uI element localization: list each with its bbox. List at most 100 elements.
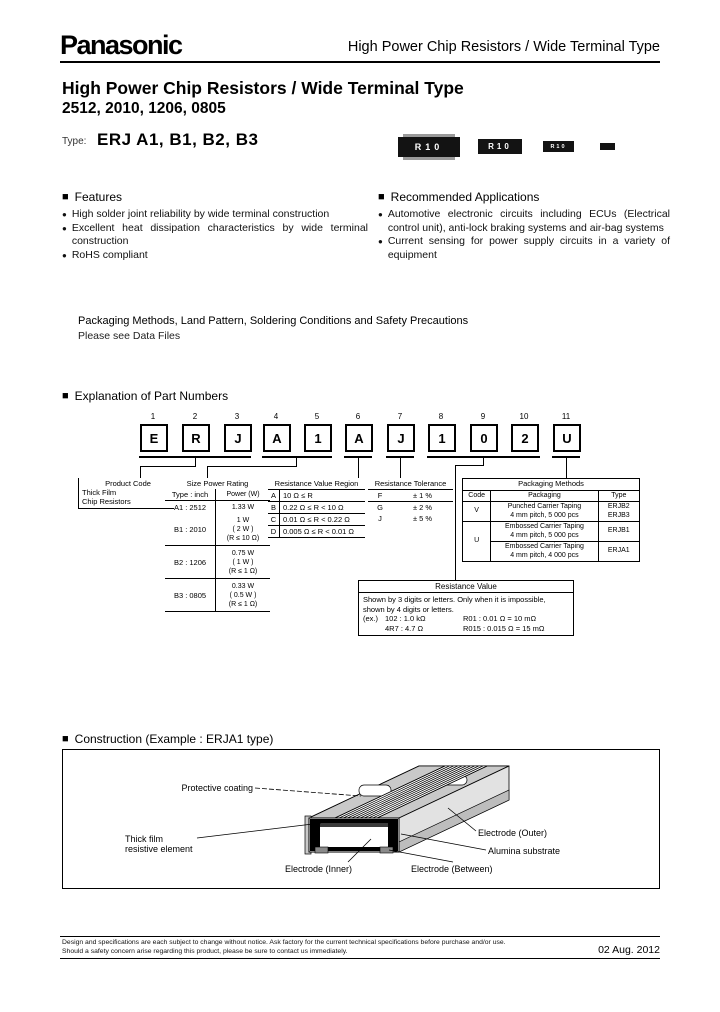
packaging-title: Packaging Methods (462, 478, 640, 491)
page-title-line1: High Power Chip Resistors / Wide Termina… (62, 78, 464, 98)
applications-heading: ■ Recommended Applications (378, 190, 670, 204)
chip-image-2010: R10 (478, 139, 522, 154)
connector (195, 456, 196, 466)
tolerance-row: F± 1 % (368, 490, 453, 502)
application-text: Automotive electronic circuits including… (387, 208, 670, 234)
brand-logo: Panasonic (60, 30, 183, 60)
connector (358, 456, 359, 478)
construction-heading: ■ Construction (Example : ERJA1 type) (62, 732, 273, 746)
feature-item: ● Excellent heat dissipation characteris… (62, 222, 368, 249)
bullet-icon: ● (378, 210, 383, 219)
bullet-icon: ● (62, 223, 67, 233)
application-item: ● Automotive electronic circuits includi… (378, 208, 670, 235)
bullet-icon: ● (62, 210, 67, 219)
connector (207, 466, 297, 467)
feature-text: High solder joint reliability by wide te… (71, 208, 330, 220)
packaging-row: V Punched Carrier Taping 4 mm pitch, 5 0… (461, 501, 641, 522)
connector (483, 456, 484, 465)
size-row-b3: B3 : 0805 0.33 W ( 0.5 W ) (R ≤ 1 Ω) (165, 579, 270, 612)
size-power-title: Size Power Rating (186, 479, 249, 488)
tolerance-table: Resistance Tolerance F± 1 % G± 2 % J± 5 … (368, 478, 453, 524)
packaging-table: Packaging Methods Code Packaging Type V … (461, 478, 641, 562)
label-electrode-between: Electrode (Between) (411, 864, 493, 874)
chip-terminal-bottom (403, 157, 455, 160)
label-electrode-inner: Electrode (Inner) (285, 864, 352, 874)
connector (296, 456, 297, 466)
footer-rule-top (60, 936, 660, 937)
application-text: Current sensing for power supply circuit… (387, 235, 670, 261)
resistance-example-row: 4R7 : 4.7 Ω R015 : 0.015 Ω = 15 mΩ (385, 623, 545, 633)
footer-date: 02 Aug. 2012 (592, 944, 660, 956)
group-line-size (262, 456, 332, 458)
resistance-value-desc1: Shown by 3 digits or letters. Only when … (363, 595, 546, 604)
resistance-value-table: Resistance Value Shown by 3 digits or le… (358, 580, 574, 636)
packaging-note-line2: Please see Data Files (78, 330, 181, 342)
size-power-table: Size Power Rating Type : inch Power (W) … (165, 478, 270, 612)
section-marker-icon: ■ (62, 389, 69, 402)
size-row-b2: B2 : 1206 0.75 W ( 1 W ) (R ≤ 1 Ω) (165, 546, 270, 579)
label-alumina-substrate: Alumina substrate (488, 846, 560, 856)
feature-item: ● High solder joint reliability by wide … (62, 208, 368, 222)
footer-line2: Should a safety concern arise regarding … (62, 947, 348, 955)
tolerance-row: J± 5 % (378, 514, 433, 523)
applications-heading-label: Recommended Applications (390, 190, 540, 204)
footer-disclaimer: Design and specifications are each subje… (62, 939, 632, 957)
chip-image-1206: R10 (543, 141, 574, 152)
features-heading: ■ Features (62, 190, 368, 204)
packaging-row: Embossed Carrier Taping 4 mm pitch, 4 00… (463, 541, 641, 562)
feature-item: ● RoHS compliant (62, 249, 368, 263)
label-electrode-outer: Electrode (Outer) (478, 828, 547, 838)
tolerance-row: G± 2 % (377, 503, 433, 512)
product-code-line2: Chip Resistors (82, 497, 131, 506)
tolerance-title: Resistance Tolerance (368, 478, 453, 490)
packaging-row: U Embossed Carrier Taping 4 mm pitch, 5 … (461, 521, 641, 562)
header-doc-type: High Power Chip Resistors / Wide Termina… (347, 39, 660, 55)
section-marker-icon: ■ (62, 190, 69, 203)
page-title-line2: 2512, 2010, 1206, 0805 (62, 100, 226, 117)
packaging-note: Packaging Methods, Land Pattern, Solderi… (78, 315, 468, 342)
size-power-header: Type : inch Power (W) (165, 489, 270, 501)
connector (207, 466, 208, 478)
connector (455, 465, 484, 466)
type-label: Type: (62, 136, 87, 147)
size-row-b1: B1 : 2010 1 W ( 2 W ) (R ≤ 10 Ω) (165, 513, 270, 546)
chip-terminal-top (403, 134, 455, 137)
product-code-line1: Thick Film (82, 488, 117, 497)
size-row-a1: A1 : 2512 1.33 W (165, 501, 270, 513)
product-code-table: Product Code Thick Film Chip Resistors (78, 478, 174, 509)
product-code-title: Product Code (105, 479, 151, 488)
resistance-value-title: Resistance Value (359, 581, 573, 593)
construction-heading-label: Construction (Example : ERJA1 type) (74, 732, 274, 746)
part-numbers-heading: ■ Explanation of Part Numbers (62, 389, 228, 403)
part-numbers-heading-label: Explanation of Part Numbers (74, 389, 229, 403)
footer-rule-bottom (60, 958, 660, 959)
packaging-header: Code Packaging Type (461, 489, 641, 502)
features-section: ■ Features ● High solder joint reliabili… (62, 190, 368, 262)
chip-image-2512: R10 (398, 134, 460, 160)
bullet-icon: ● (62, 250, 67, 260)
features-heading-label: Features (74, 190, 123, 204)
connector (566, 456, 567, 478)
label-thick-film-1: Thick film (125, 834, 163, 844)
connector (400, 456, 401, 478)
construction-diagram: Protective coating Thick film resistive … (125, 765, 560, 874)
applications-section: ■ Recommended Applications ● Automotive … (378, 190, 670, 262)
application-item: ● Current sensing for power supply circu… (378, 235, 670, 262)
